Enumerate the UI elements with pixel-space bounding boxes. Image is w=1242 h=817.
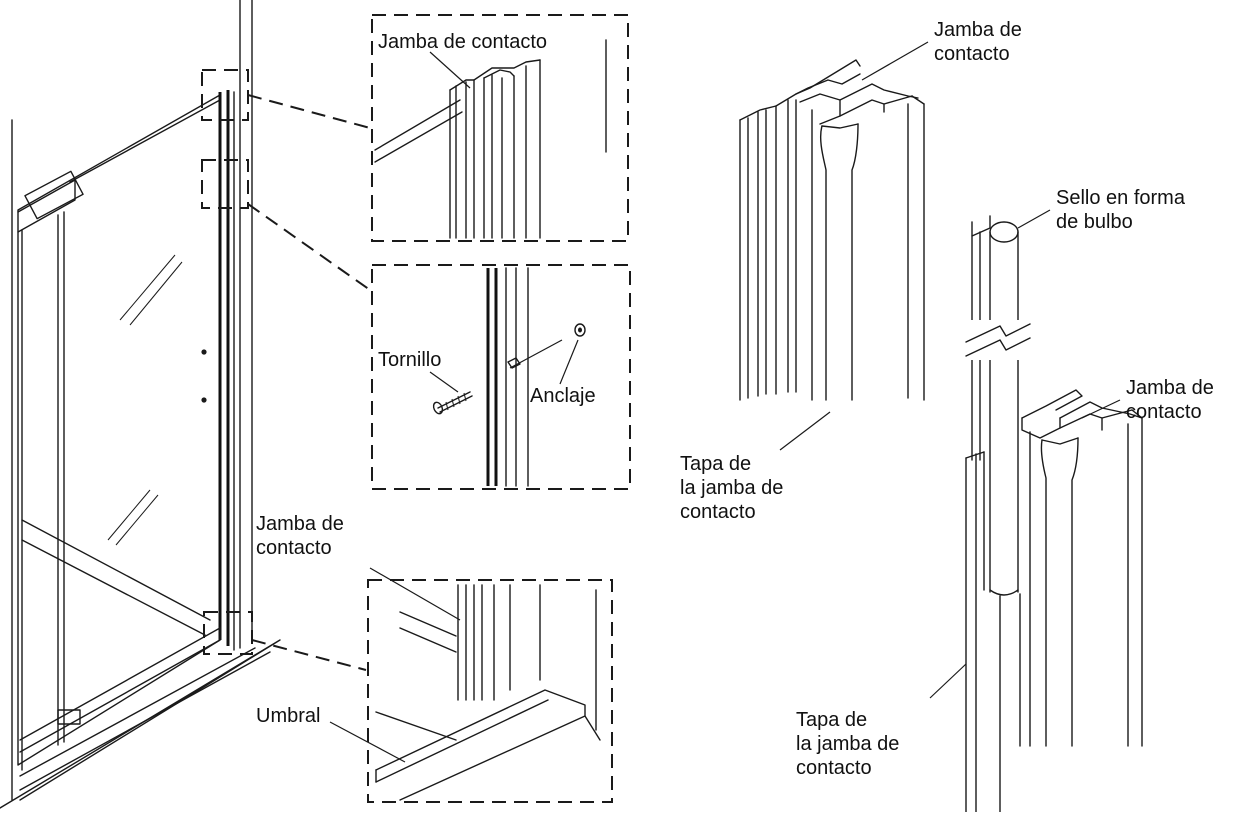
anchor-icon	[574, 323, 586, 337]
door-overview	[0, 0, 371, 809]
jamb-top-iso	[739, 41, 929, 451]
detail-bottom	[329, 567, 613, 803]
label-right-top-cap: Tapa de la jamba de contacto	[680, 453, 784, 523]
label-bottom-detail-jamb: Jamba de contacto	[256, 513, 344, 559]
label-anchor: Anclaje	[530, 385, 596, 407]
label-right-bottom-jamb: Jamba de contacto	[1126, 377, 1214, 423]
detail-top	[371, 14, 629, 242]
label-screw: Tornillo	[378, 349, 442, 371]
screw-icon	[432, 391, 473, 415]
label-right-bottom-cap: Tapa de la jamba de contacto	[796, 709, 900, 779]
detail-screw	[371, 264, 631, 490]
label-right-top-jamb: Jamba de contacto	[934, 19, 1022, 65]
jamb-bottom-iso	[929, 209, 1143, 813]
label-threshold: Umbral	[256, 705, 321, 727]
label-bulb-seal: Sello en forma de bulbo	[1056, 187, 1185, 233]
label-top-detail-jamb: Jamba de contacto	[378, 31, 547, 53]
